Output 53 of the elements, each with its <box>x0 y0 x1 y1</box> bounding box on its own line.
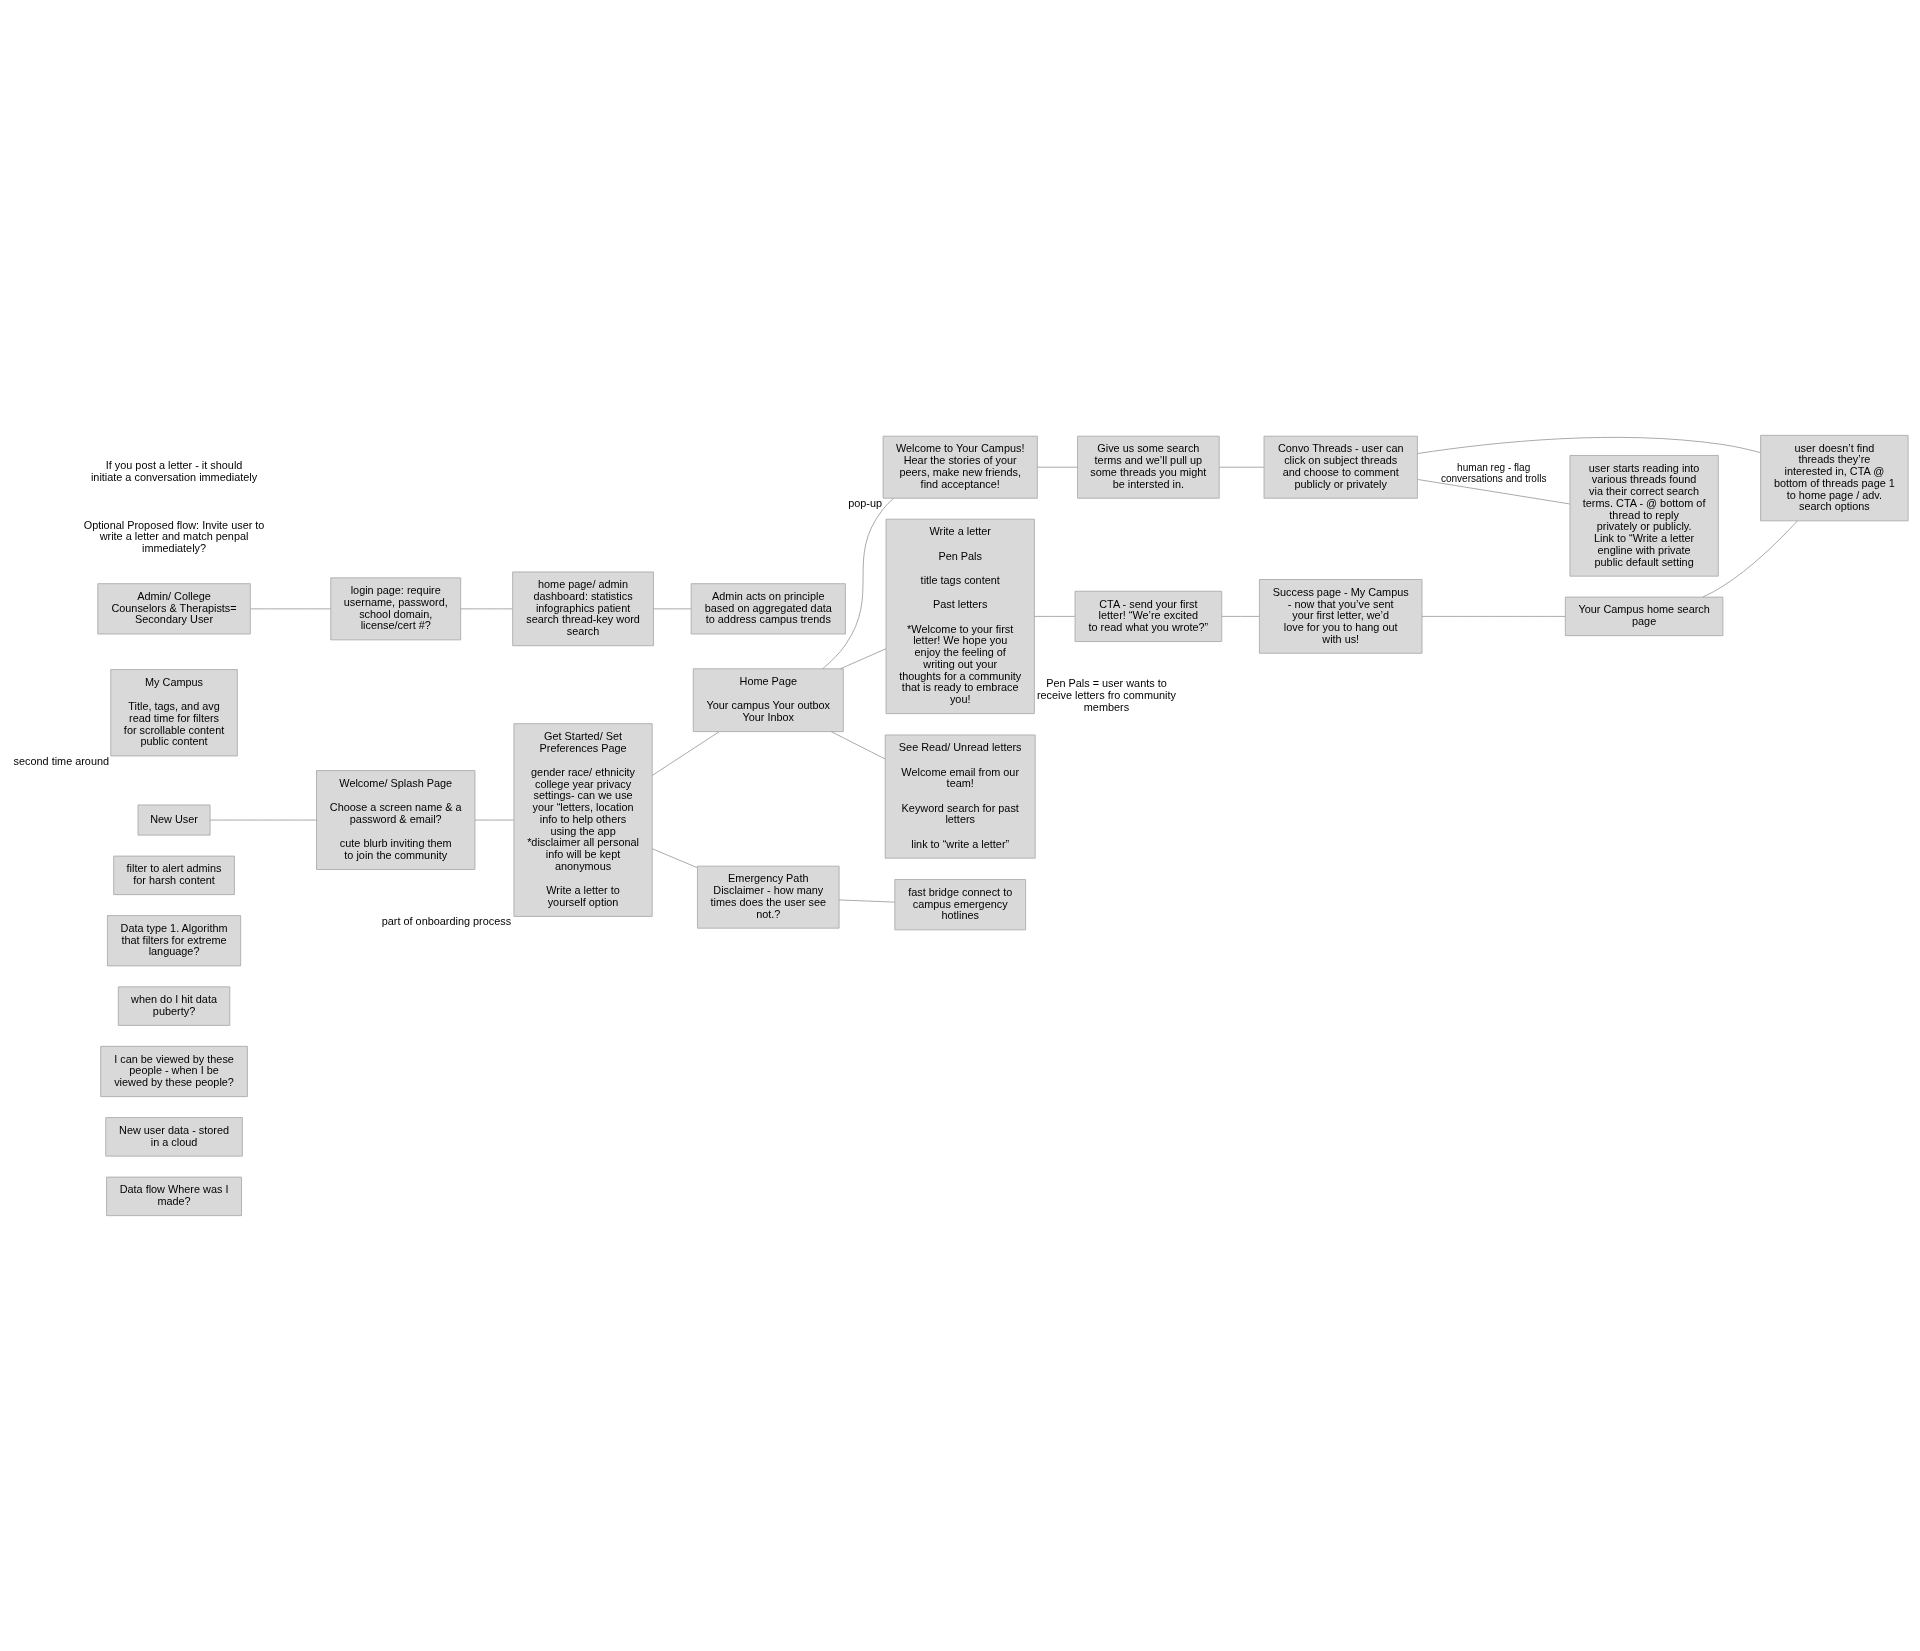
edge-label: human reg - flag conversations and trolls <box>1440 462 1547 484</box>
connector <box>840 648 887 670</box>
node-box: Success page - My Campus - now that you’ve sent your first letter, we’d love for you to hang out with us! <box>1259 579 1423 654</box>
node-box: Welcome/ Splash Page Choose a screen name & a password & email? cute blurb inviting them to join the community <box>316 770 476 870</box>
node-box: New user data - stored in a cloud <box>105 1117 243 1157</box>
node-box: when do I hit data puberty? <box>117 986 231 1026</box>
node-box: Welcome to Your Campus! Hear the stories of your peers, make new friends, find acceptance! <box>882 435 1038 499</box>
node-box: filter to alert admins for harsh content <box>113 855 235 896</box>
node-box: New User <box>137 804 211 836</box>
node-box: Admin acts on principle based on aggregated data to address campus trends <box>690 583 846 635</box>
node-box: Write a letter Pen Pals title tags content Past letters *Welcome to your first letter! We hope you enjoy the feeling of writing out your thoughts for a community that is ready to embrace you! <box>885 518 1035 715</box>
node-box: Your Campus home search page <box>1564 596 1724 637</box>
node-box: home page/ admin dashboard: statistics infographics patient search thread-key word search <box>512 571 654 647</box>
connector <box>460 608 513 610</box>
label: Optional Proposed flow: Invite user to write a letter and match penpal immediately? <box>83 518 265 555</box>
connector <box>1037 466 1078 468</box>
node-label: Pen Pals = user wants to receive letters fro community members <box>1036 677 1176 713</box>
connector <box>250 608 332 610</box>
node-box: Admin/ College Counselors & Therapists= Secondary User <box>97 583 251 635</box>
connector <box>831 731 886 760</box>
connector <box>1421 615 1566 617</box>
connector <box>1221 615 1260 617</box>
connector <box>653 608 692 610</box>
node-box: Data type 1. Algorithm that filters for extreme language? <box>107 915 242 967</box>
label: If you post a letter - it should initiate a conversation immediately <box>90 459 258 483</box>
connector <box>474 819 515 821</box>
connector <box>651 731 720 776</box>
connector <box>838 899 895 903</box>
connector <box>209 819 317 821</box>
connector <box>822 497 895 670</box>
node-box: Home Page Your campus Your outbox Your Inbox <box>692 668 844 733</box>
connector <box>1702 520 1798 598</box>
node-box: I can be viewed by these people - when I be viewed by these people? <box>100 1045 248 1098</box>
node-box: fast bridge connect to campus emergency hotlines <box>894 879 1026 931</box>
node-box: See Read/ Unread letters Welcome email from our team! Keyword search for past letters link to “write a letter” <box>884 734 1036 859</box>
node-label: second time around <box>13 754 110 767</box>
node-box: Data flow Where was I made? <box>106 1176 242 1217</box>
connector <box>1417 436 1761 454</box>
node-box: CTA - send your first letter! “We’re excited to read what you wrote?” <box>1074 590 1223 642</box>
node-box: Get Started/ Set Preferences Page gender race/ ethnicity college year privacy settings- can we use your “letters, location info to help others using the app *disclaimer all personal info will be kept anonymous Write a letter to yourself option <box>513 723 653 917</box>
node-label: part of onboarding process <box>381 915 512 928</box>
connector <box>1034 615 1076 617</box>
node-box: login page: require username, password, school domain, license/cert #? <box>330 577 462 641</box>
connector <box>1417 479 1571 505</box>
node-box: user starts reading into various threads found via their correct search terms. CTA - @ bottom of thread to reply privately or publicly. Link to “Write a letter engline with private public default setting <box>1569 455 1719 577</box>
node-label: pop-up <box>848 496 883 509</box>
connector <box>1218 466 1265 468</box>
node-box: Emergency Path Disclaimer - how many times does the user see not.? <box>697 865 840 929</box>
node-box: Give us some search terms and we’ll pull up some threads you might be intersted in. <box>1077 435 1220 499</box>
connector <box>651 848 698 869</box>
node-box: Convo Threads - user can click on subject threads and choose to comment publicly or privately <box>1263 435 1418 499</box>
node-box: user doesn’t find threads they’re interested in, CTA @ bottom of threads page 1 to home page / adv. search options <box>1760 434 1909 522</box>
node-box: My Campus Title, tags, and avg read time for filters for scrollable content public content <box>110 669 238 757</box>
